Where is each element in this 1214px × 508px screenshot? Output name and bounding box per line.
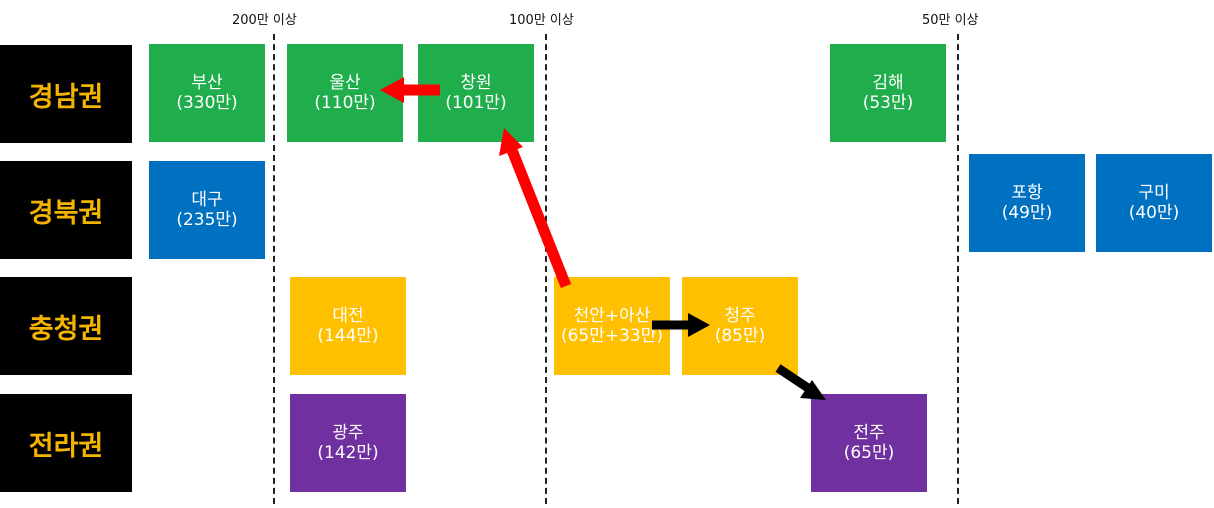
city-box-daejeon: 대전 (144만) — [290, 277, 406, 375]
city-box-cheongju: 청주 (85만) — [682, 277, 798, 375]
city-pop-daejeon: (144만) — [317, 326, 379, 346]
city-box-ulsan: 울산 (110만) — [287, 44, 403, 142]
city-name-changwon: 창원 — [460, 73, 492, 93]
city-name-gwangju: 광주 — [332, 423, 364, 443]
city-box-gimhae: 김해 (53만) — [830, 44, 946, 142]
city-box-daegu: 대구 (235만) — [149, 161, 265, 259]
city-name-pohang: 포항 — [1011, 183, 1043, 203]
city-name-busan: 부산 — [191, 73, 223, 93]
threshold-label-50: 50만 이상 — [922, 13, 979, 28]
city-box-busan: 부산 (330만) — [149, 44, 265, 142]
region-gyeongbuk: 경북권 — [0, 161, 132, 259]
threshold-line-100 — [545, 34, 547, 504]
city-pop-changwon: (101만) — [445, 93, 507, 113]
city-name-daegu: 대구 — [191, 190, 223, 210]
city-box-gumi: 구미 (40만) — [1096, 154, 1212, 252]
city-name-cheongju: 청주 — [724, 306, 756, 326]
city-pop-ulsan: (110만) — [314, 93, 376, 113]
region-gyeongnam: 경남권 — [0, 45, 132, 143]
city-name-ulsan: 울산 — [329, 73, 361, 93]
city-name-jeonju: 전주 — [853, 423, 885, 443]
city-pop-cheonan-asan: (65만+33만) — [560, 326, 664, 346]
city-pop-gimhae: (53만) — [862, 93, 914, 113]
city-pop-jeonju: (65만) — [843, 443, 895, 463]
region-jeolla: 전라권 — [0, 394, 132, 492]
arrow-cheonan-asan-to-changwon — [499, 128, 572, 289]
city-pop-busan: (330만) — [176, 93, 238, 113]
city-pop-cheongju: (85만) — [714, 326, 766, 346]
city-name-gumi: 구미 — [1138, 183, 1170, 203]
city-box-pohang: 포항 (49만) — [969, 154, 1085, 252]
city-box-gwangju: 광주 (142만) — [290, 394, 406, 492]
region-chungcheong: 충청권 — [0, 277, 132, 375]
city-pop-pohang: (49만) — [1001, 203, 1053, 223]
city-name-gimhae: 김해 — [872, 73, 904, 93]
city-box-cheonan-asan: 천안+아산 (65만+33만) — [554, 277, 670, 375]
city-name-cheonan-asan: 천안+아산 — [573, 306, 651, 326]
threshold-label-200: 200만 이상 — [232, 13, 297, 28]
city-box-jeonju: 전주 (65만) — [811, 394, 927, 492]
city-pop-gwangju: (142만) — [317, 443, 379, 463]
threshold-line-200 — [273, 34, 275, 504]
city-box-changwon: 창원 (101만) — [418, 44, 534, 142]
city-pop-daegu: (235만) — [176, 210, 238, 230]
threshold-label-100: 100만 이상 — [509, 13, 574, 28]
threshold-line-50 — [957, 34, 959, 504]
city-pop-gumi: (40만) — [1128, 203, 1180, 223]
city-name-daejeon: 대전 — [332, 306, 364, 326]
